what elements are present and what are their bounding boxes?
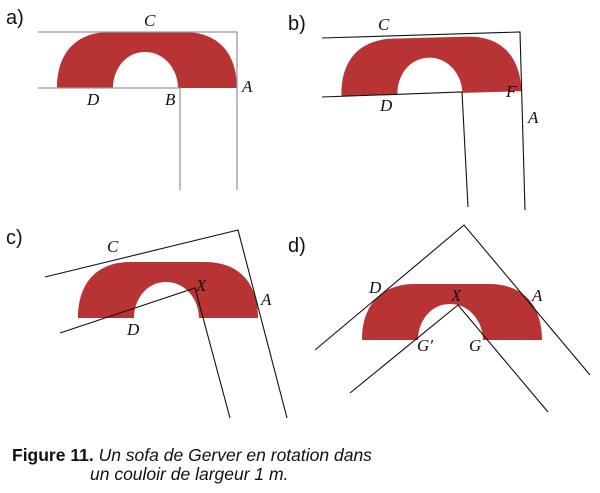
caption-line-2: un couloir de largeur 1 m. [90, 464, 289, 484]
gerver-sofa-diagram: a) C D B A b) C D F A c) C X A D d) D X [6, 7, 591, 419]
corridor-outer-wall [321, 31, 526, 211]
panel-a-label: a) [6, 7, 24, 29]
point-g-prime: G' [417, 336, 433, 355]
point-a: A [527, 108, 539, 127]
corridor-outer-wall [44, 229, 288, 419]
point-a: A [260, 290, 272, 309]
sofa-shape [340, 35, 522, 96]
panel-b-label: b) [288, 13, 306, 35]
point-d: D [379, 96, 393, 115]
corridor-outer-wall [314, 224, 591, 376]
panel-b: b) C D F A [288, 13, 539, 211]
point-c: C [378, 15, 390, 34]
point-g: G [469, 336, 481, 355]
corridor-inner-wall [38, 87, 181, 190]
panel-d: d) D X A G' G [288, 224, 591, 413]
caption-line-1: Un sofa de Gerver en rotation dans [98, 445, 372, 465]
point-a: A [241, 77, 253, 96]
sofa-shape [57, 32, 237, 88]
corridor-outer-wall [38, 31, 238, 190]
corridor-inner-wall [59, 287, 231, 419]
sofa-shape [78, 262, 258, 318]
panel-d-label: d) [288, 235, 306, 257]
figure-number: Figure 11. [12, 445, 94, 465]
corridor-inner-wall [321, 91, 469, 208]
figure-caption: Figure 11. Un sofa de Gerver en rotation… [12, 446, 372, 484]
point-b: B [165, 90, 176, 109]
point-d: D [86, 90, 100, 109]
point-x: X [195, 276, 207, 295]
panel-a: a) C D B A [6, 7, 253, 190]
point-c: C [144, 11, 156, 30]
point-a: A [531, 286, 543, 305]
point-x: X [450, 286, 462, 305]
point-c: C [107, 237, 119, 256]
point-d: D [368, 278, 382, 297]
point-d: D [126, 320, 140, 339]
point-f: F [505, 82, 517, 101]
corridor-inner-wall [349, 304, 549, 413]
panel-c-label: c) [6, 227, 23, 249]
panel-c: c) C X A D [6, 227, 288, 419]
